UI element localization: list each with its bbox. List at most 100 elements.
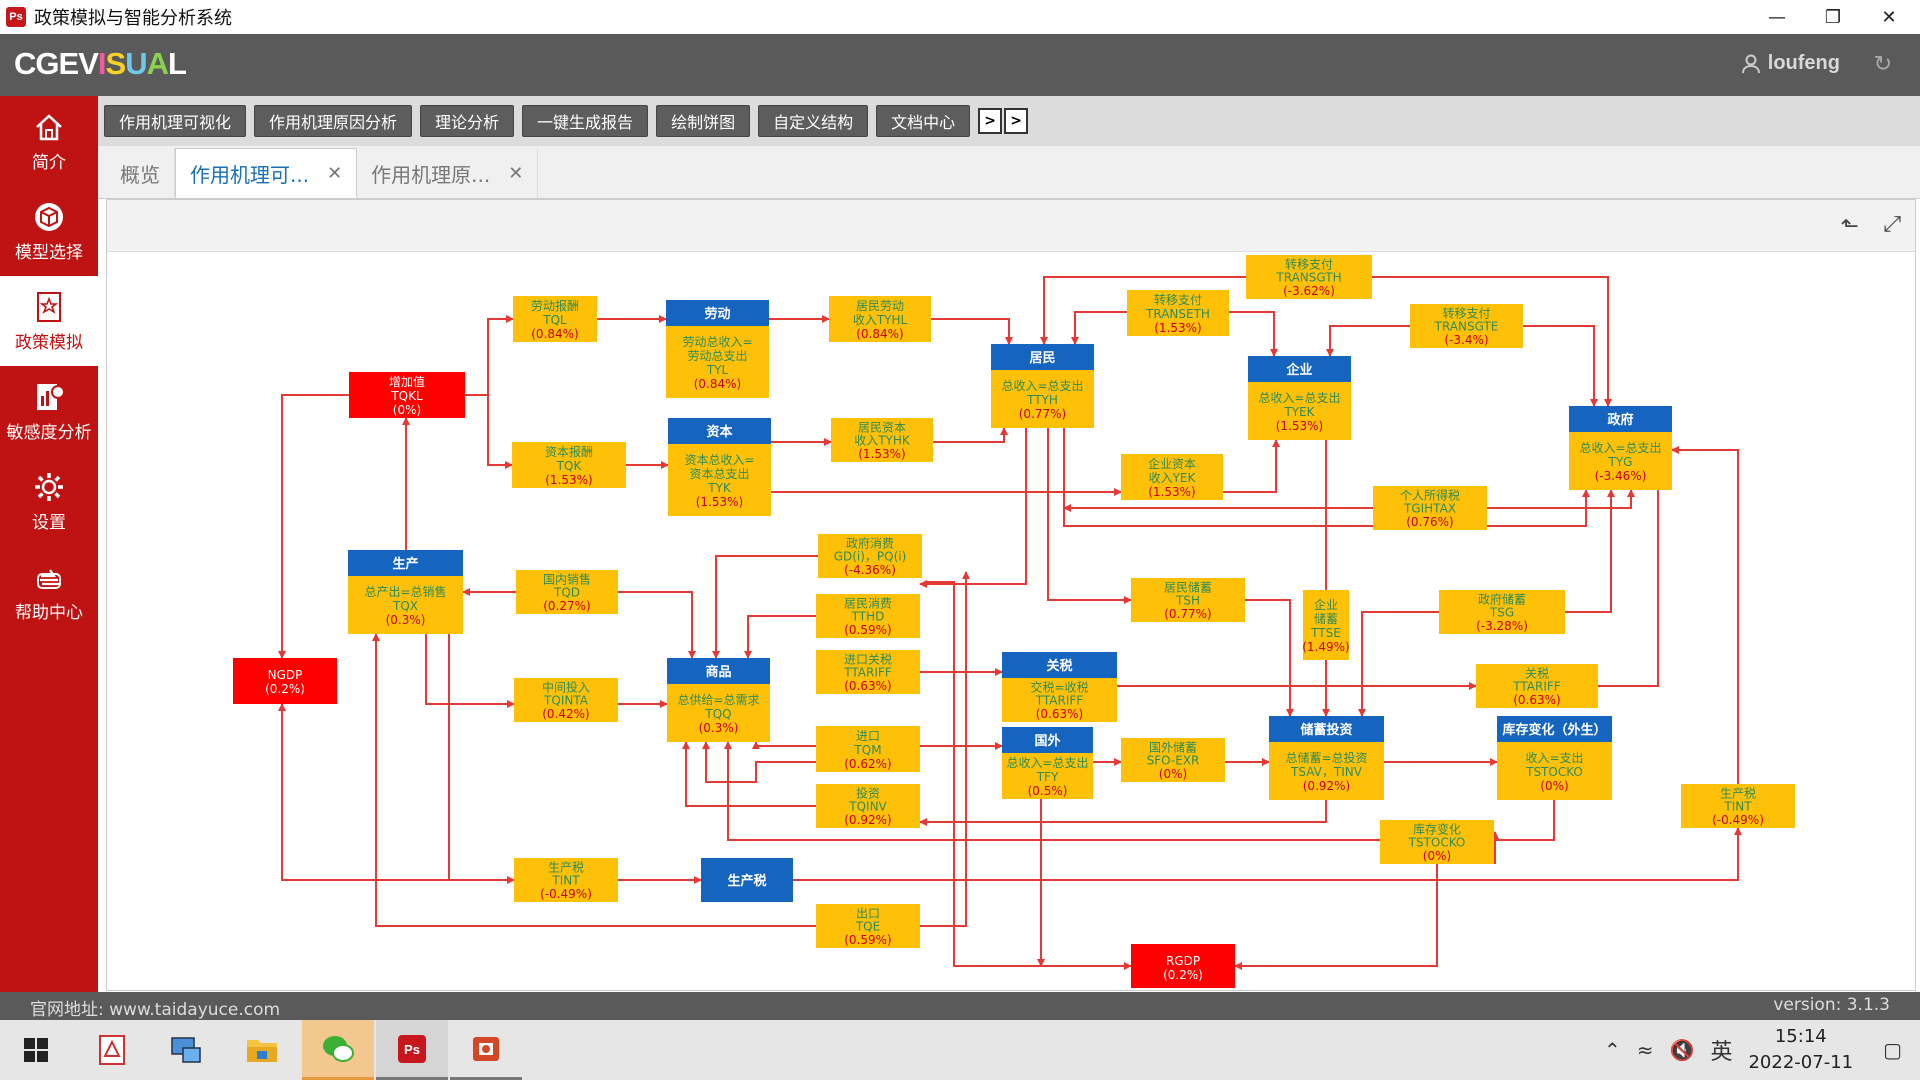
restore-button[interactable]: ❐ <box>1824 6 1842 28</box>
node-prodtax[interactable]: 生产税 <box>701 858 793 902</box>
clock-date: 2022-07-11 <box>1748 1052 1854 1073</box>
toolbar-button[interactable]: 自定义结构 <box>758 105 869 137</box>
node-text: TGIHTAX <box>1403 502 1456 516</box>
taskbar-policy-app[interactable]: Ps <box>376 1020 448 1080</box>
sidebar-item[interactable]: 帮助中心 <box>0 546 98 636</box>
ime-indicator[interactable]: 英 <box>1710 1040 1733 1065</box>
scroll-right-button[interactable]: > <box>1004 108 1029 134</box>
toolbar-button[interactable]: 理论分析 <box>420 105 515 137</box>
taskbar-pdf[interactable] <box>76 1020 148 1080</box>
tab[interactable]: 概览 <box>106 148 175 198</box>
tab[interactable]: 作用机理可...✕ <box>175 148 358 198</box>
volume-muted-icon[interactable]: 🔇 <box>1669 1038 1695 1062</box>
toolbar-button[interactable]: 绘制饼图 <box>656 105 751 137</box>
sidebar-item[interactable]: 政策模拟 <box>0 276 98 366</box>
tab-close-icon[interactable]: ✕ <box>508 162 524 184</box>
toolbar-button[interactable]: 一键生成报告 <box>522 105 649 137</box>
node-text: TTARIFF <box>1035 694 1084 708</box>
minimize-button[interactable]: — <box>1768 6 1786 28</box>
node-text: (0%) <box>1423 849 1451 863</box>
toolbar-button[interactable]: 文档中心 <box>876 105 971 137</box>
sidebar-item[interactable]: 简介 <box>0 96 98 186</box>
tab-close-icon[interactable]: ✕ <box>327 162 343 184</box>
toolbar-button[interactable]: 作用机理原因分析 <box>254 105 413 137</box>
sidebar-item[interactable]: 敏感度分析 <box>0 366 98 456</box>
node-header <box>1497 716 1612 742</box>
node-text: (0.5%) <box>1028 784 1068 798</box>
sidebar-item[interactable]: 模型选择 <box>0 186 98 276</box>
diagram-edge <box>920 571 970 927</box>
restore-view-icon[interactable]: ⬑ <box>1840 214 1859 239</box>
node-text: 国外储蓄 <box>1149 739 1197 754</box>
taskbar-explorer[interactable] <box>226 1020 298 1080</box>
clock[interactable]: 15:14 2022-07-11 <box>1748 1024 1853 1076</box>
chevron-up-icon[interactable]: ⌃ <box>1604 1038 1621 1062</box>
hand-icon <box>37 568 61 589</box>
node-ngdp[interactable]: NGDP(0.2%) <box>233 658 337 704</box>
fullscreen-icon[interactable]: ⤢ <box>1883 212 1901 237</box>
toolbar-button[interactable]: 作用机理可视化 <box>104 105 247 137</box>
logout-icon[interactable]: ↻ <box>1873 52 1892 77</box>
node-text: TRANSGTE <box>1434 320 1499 334</box>
site-url[interactable]: 官网地址: www.taidayuce.com <box>30 1000 281 1020</box>
close-button[interactable]: ✕ <box>1881 6 1897 28</box>
node-header <box>991 344 1094 370</box>
start-button[interactable] <box>0 1020 72 1080</box>
taskbar: Ps ⌃ ≈ 🔇 英 15:14 2022-07-11 ▢ <box>0 1020 1920 1080</box>
notification-icon[interactable]: ▢ <box>1883 1038 1902 1062</box>
wifi-icon[interactable]: ≈ <box>1636 1038 1654 1062</box>
sidebar-item[interactable]: 设置 <box>0 456 98 546</box>
node-text: (1.53%) <box>1276 419 1323 433</box>
node-text: 生产 <box>392 556 418 572</box>
user-menu[interactable]: loufeng <box>1741 52 1840 75</box>
taskbar-network[interactable] <box>150 1020 222 1080</box>
chart-doc-icon <box>37 383 65 410</box>
node-rgdp[interactable]: RGDP(0.2%) <box>1131 944 1235 988</box>
node-box <box>512 442 626 488</box>
tab[interactable]: 作用机理原...✕ <box>357 148 539 198</box>
node-text: (0.59%) <box>844 933 891 947</box>
node-text: (1.53%) <box>696 495 743 509</box>
taskbar-wechat[interactable] <box>302 1020 374 1080</box>
scroll-left-button[interactable]: > <box>978 108 1003 134</box>
taskbar-slides[interactable] <box>450 1020 522 1080</box>
app-logo[interactable]: CGEVISUAL <box>14 46 187 82</box>
